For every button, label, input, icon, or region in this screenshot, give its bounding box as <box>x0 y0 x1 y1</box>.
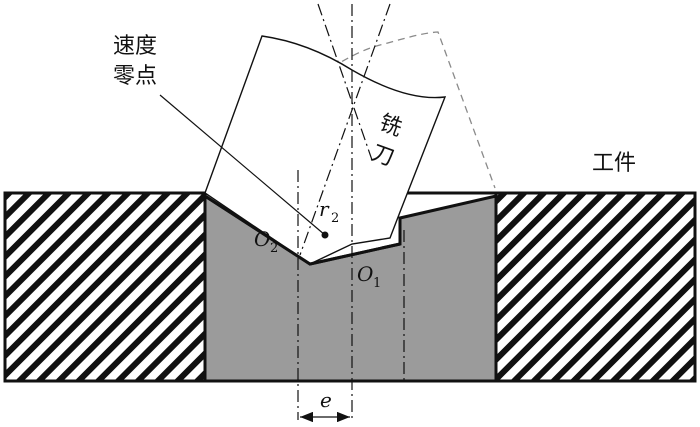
axis-tilted-cutter <box>317 3 373 161</box>
workpiece-right-block <box>494 191 697 383</box>
r2-label: r <box>319 197 330 221</box>
o2-label: O <box>254 227 270 251</box>
o1-label: O <box>357 262 373 286</box>
milling-cutter <box>204 35 447 265</box>
o1-subscript: 1 <box>373 276 381 291</box>
speed-zero-label-line1: 速度 <box>113 34 157 59</box>
workpiece-left-block <box>3 191 207 383</box>
cutter-tip <box>204 194 401 266</box>
r2-subscript: 2 <box>331 211 339 226</box>
o2-subscript: 2 <box>270 241 278 256</box>
speed-zero-label-line2: 零点 <box>113 64 157 89</box>
speed-zero-point <box>321 231 329 239</box>
workpiece-label: 工件 <box>592 151 636 176</box>
speed-zero-leader <box>159 94 326 236</box>
axis-tilted-2 <box>299 3 391 256</box>
offset-label: e <box>320 388 332 412</box>
